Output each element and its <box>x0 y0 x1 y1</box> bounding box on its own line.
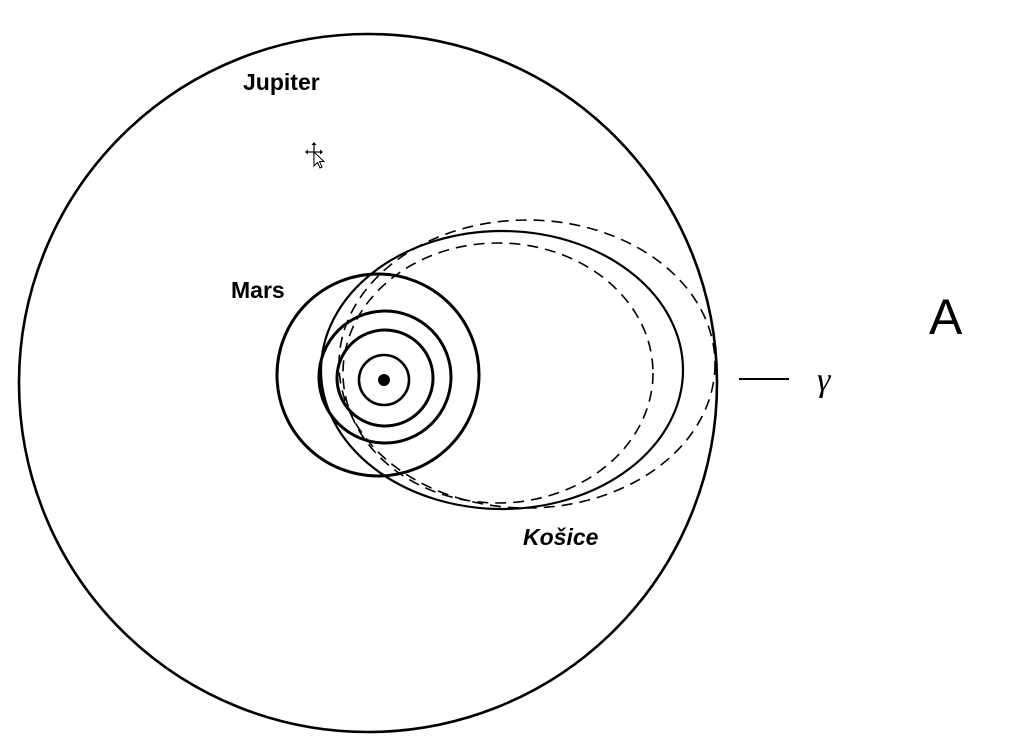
sun <box>378 374 390 386</box>
kosice-orbit <box>319 229 685 511</box>
jupiter-label: Jupiter <box>243 69 320 95</box>
panel-label: A <box>929 289 963 345</box>
mars-orbit <box>275 272 481 478</box>
kosice-orbit-upper-bound <box>338 219 716 509</box>
mars-label: Mars <box>231 277 285 303</box>
gamma-label: γ <box>817 362 832 399</box>
kosice-orbit-lower-bound <box>342 242 654 504</box>
kosice-label: Košice <box>523 524 599 550</box>
earth-orbit <box>317 309 453 445</box>
jupiter-orbit <box>17 32 719 734</box>
venus-orbit <box>335 328 435 428</box>
mercury-orbit <box>357 353 411 407</box>
move-cursor-icon <box>305 142 326 169</box>
